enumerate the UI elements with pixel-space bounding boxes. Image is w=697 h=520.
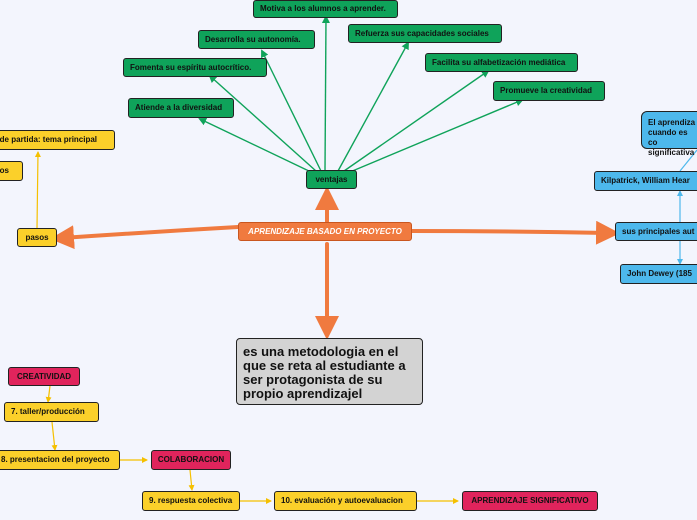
presentacion-proyecto-node[interactable]: 8. presentacion del proyecto <box>0 450 120 470</box>
autor-item-label: John Dewey (185 <box>627 269 692 278</box>
taller-produccion-node[interactable]: 7. taller/producción <box>4 402 99 422</box>
paso-item-partida[interactable]: e de partida: tema principal <box>0 130 115 150</box>
pasos-node[interactable]: pasos <box>17 228 57 247</box>
autores-node[interactable]: sus principales aut <box>615 222 697 241</box>
ventaja-item-motiva[interactable]: Motiva a los alumnos a aprender. <box>253 0 398 18</box>
ventaja-item-creatividad[interactable]: Promueve la creatividad <box>493 81 605 101</box>
aprendizaje-significativo-node[interactable]: APRENDIZAJE SIGNIFICATIVO <box>462 491 598 511</box>
creatividad-node[interactable]: CREATIVIDAD <box>8 367 80 386</box>
pasos-label: pasos <box>25 232 49 242</box>
paso-item-label: ivos <box>0 166 10 175</box>
autores-label: sus principales aut <box>622 226 695 236</box>
autor-item-dewey[interactable]: John Dewey (185 <box>620 264 697 284</box>
proceso-item-label: 9. respuesta colectiva <box>149 496 233 505</box>
ventaja-item-label: Facilita su alfabetización mediática <box>432 57 566 67</box>
proceso-item-label: 8. presentacion del proyecto <box>1 455 110 464</box>
proceso-item-label: CREATIVIDAD <box>16 371 72 381</box>
definition-box[interactable]: es una metodologia en el que se reta al … <box>236 338 423 405</box>
aprendizaje-note[interactable]: El aprendiza cuando es co significativa <box>641 111 697 157</box>
proceso-item-label: APRENDIZAJE SIGNIFICATIVO <box>471 496 589 505</box>
ventaja-item-sociales[interactable]: Refuerza sus capacidades sociales <box>348 24 502 43</box>
colaboracion-node[interactable]: COLABORACION <box>151 450 231 470</box>
ventaja-item-alfabetizacion[interactable]: Facilita su alfabetización mediática <box>425 53 578 72</box>
ventaja-item-label: Motiva a los alumnos a aprender. <box>260 4 386 13</box>
ventaja-item-label: Promueve la creatividad <box>500 86 593 95</box>
ventajas-label: ventajas <box>315 174 348 184</box>
ventaja-item-label: Fomenta su espíritu autocrítico. <box>130 62 252 72</box>
ventaja-item-label: Desarrolla su autonomía. <box>205 34 301 44</box>
ventaja-item-diversidad[interactable]: Atiende a la diversidad <box>128 98 234 118</box>
proceso-item-label: 7. taller/producción <box>11 407 85 416</box>
aprendizaje-note-text: El aprendiza cuando es co significativa <box>648 118 696 157</box>
autor-item-kilpatrick[interactable]: Kilpatrick, William Hear <box>594 171 697 191</box>
ventaja-item-autonomia[interactable]: Desarrolla su autonomía. <box>198 30 315 49</box>
paso-item-label: e de partida: tema principal <box>0 135 98 144</box>
respuesta-colectiva-node[interactable]: 9. respuesta colectiva <box>142 491 240 511</box>
ventaja-item-label: Atiende a la diversidad <box>135 103 223 112</box>
evaluacion-autoevaluacion-node[interactable]: 10. evaluación y autoevaluacion <box>274 491 417 511</box>
ventaja-item-autocritico[interactable]: Fomenta su espíritu autocrítico. <box>123 58 267 77</box>
central-topic[interactable]: APRENDIZAJE BASADO EN PROYECTO <box>238 222 412 241</box>
autor-item-label: Kilpatrick, William Hear <box>601 176 690 185</box>
proceso-item-label: 10. evaluación y autoevaluacion <box>281 496 403 505</box>
ventaja-item-label: Refuerza sus capacidades sociales <box>355 28 489 38</box>
definition-text: es una metodologia en el que se reta al … <box>243 344 406 401</box>
proceso-item-label: COLABORACION <box>157 455 225 464</box>
paso-item-objetivos[interactable]: ivos <box>0 161 23 181</box>
ventajas-node[interactable]: ventajas <box>306 170 357 189</box>
central-topic-label: APRENDIZAJE BASADO EN PROYECTO <box>248 226 402 236</box>
